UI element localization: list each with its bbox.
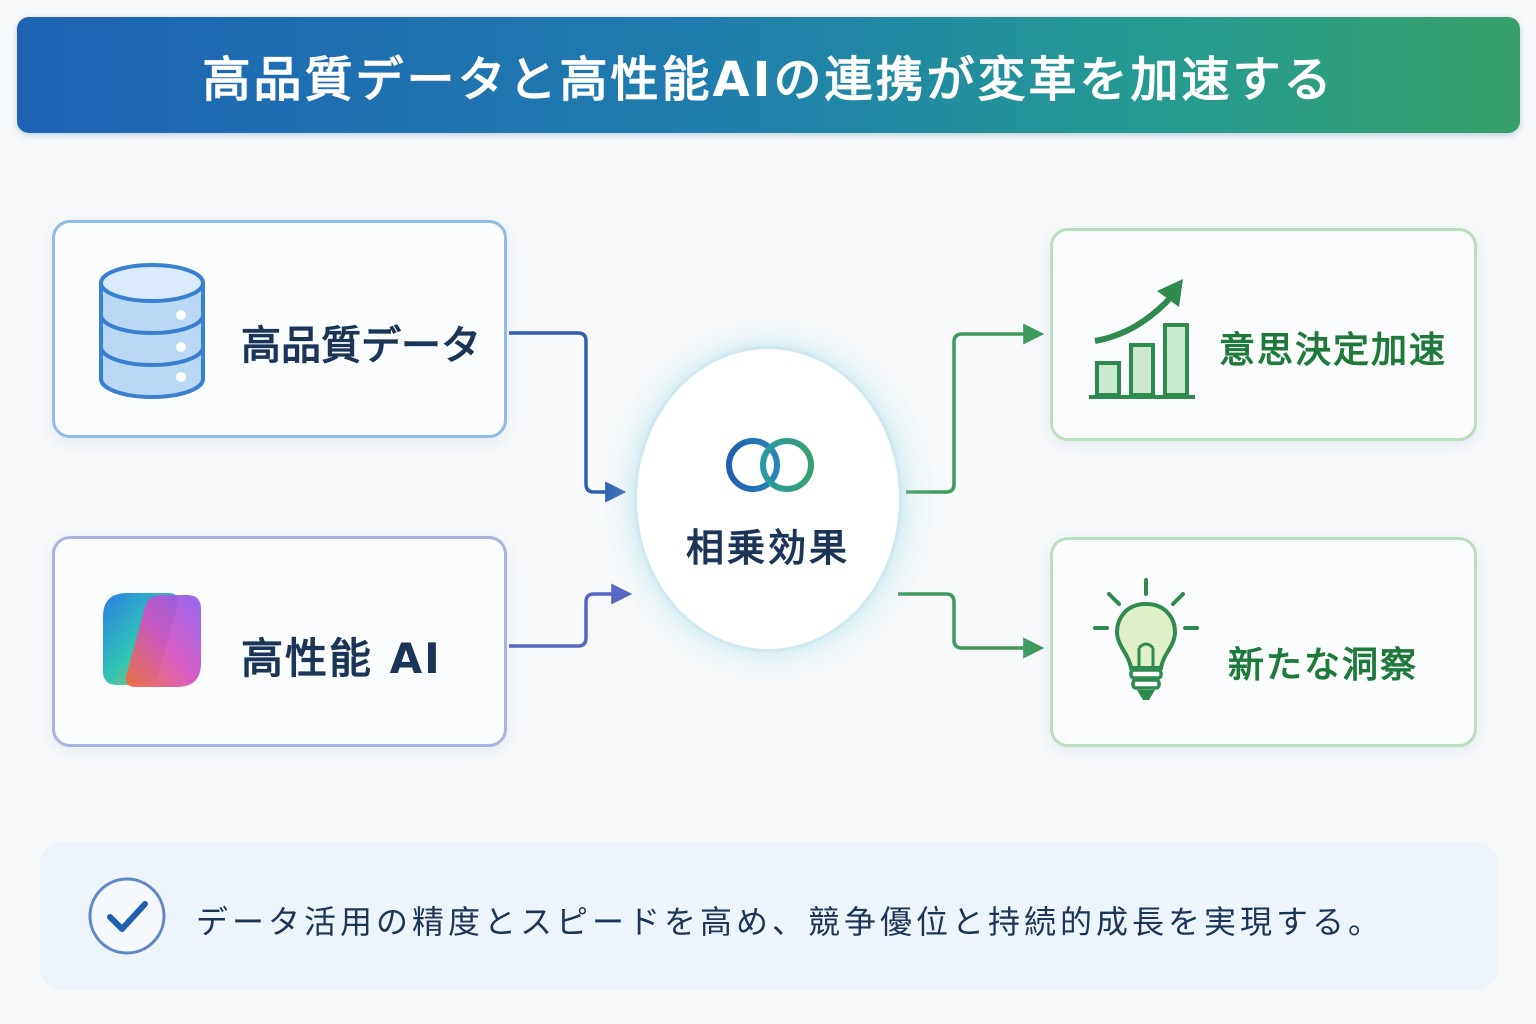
connector-center-to-decision — [906, 323, 1045, 494]
connector-ai-to-center — [509, 583, 633, 648]
interlocking-rings-icon — [726, 438, 814, 492]
summary-panel: データ活用の精度とスピードを高め、競争優位と持続的成長を実現する。 — [40, 842, 1498, 990]
output-card-insight: 新たな洞察 — [1050, 537, 1477, 747]
synergy-node: 相乗効果 — [634, 346, 902, 652]
input-card-ai: 高性能 AI — [52, 536, 507, 747]
input-label-data: 高品質データ — [241, 323, 481, 369]
connector-data-to-center — [509, 331, 627, 503]
synergy-label: 相乗効果 — [685, 526, 850, 570]
output-label-decision: 意思決定加速 — [1219, 330, 1448, 371]
title-banner: 高品質データと高性能AIの連携が変革を加速する — [17, 17, 1520, 133]
lightbulb-icon — [1093, 578, 1199, 700]
copilot-logo-icon — [103, 593, 201, 687]
summary-text: データ活用の精度とスピードを高め、競争優位と持続的成長を実現する。 — [196, 903, 1385, 941]
growth-chart-icon — [1089, 279, 1195, 399]
input-card-data: 高品質データ — [52, 220, 507, 438]
connector-center-to-insight — [898, 592, 1045, 659]
output-card-decision: 意思決定加速 — [1050, 228, 1477, 441]
input-label-ai: 高性能 AI — [241, 634, 442, 683]
output-label-insight: 新たな洞察 — [1228, 645, 1419, 686]
database-icon — [99, 263, 205, 399]
check-circle-icon — [88, 877, 166, 955]
page-title: 高品質データと高性能AIの連携が変革を加速する — [202, 52, 1335, 108]
